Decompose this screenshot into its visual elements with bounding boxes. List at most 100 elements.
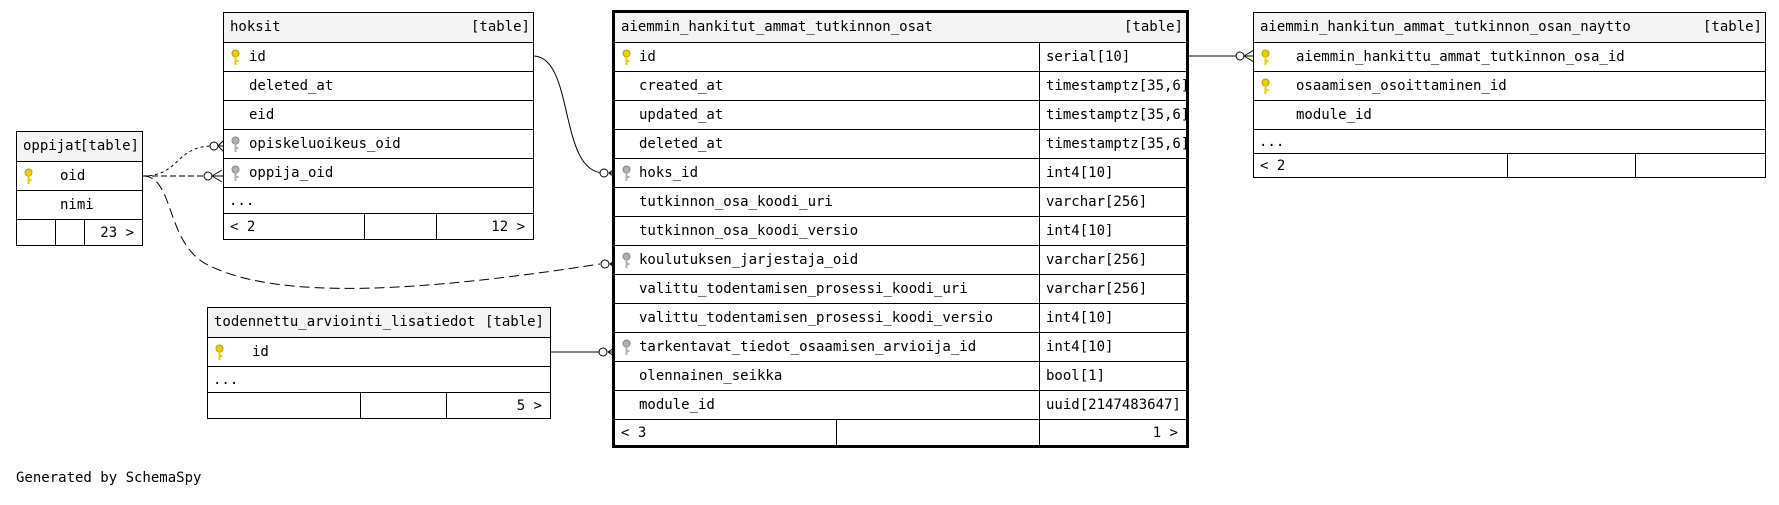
table-header: hoksit [table] bbox=[224, 13, 533, 42]
column-name: module_id bbox=[639, 397, 715, 413]
column-name: deleted_at bbox=[639, 136, 724, 152]
optional-circle-main-hoks bbox=[599, 168, 609, 178]
column-type: int4[10] bbox=[1039, 217, 1186, 245]
footer-parents: < 3 bbox=[621, 425, 647, 441]
column-row[interactable]: tutkinnon_osa_koodi_versio int4[10] bbox=[615, 216, 1186, 245]
column-name: module_id bbox=[1296, 107, 1372, 123]
column-name: created_at bbox=[639, 78, 724, 94]
table-name: aiemmin_hankitut_ammat_tutkinnon_osat bbox=[621, 19, 933, 35]
table-footer: < 2 bbox=[1254, 153, 1765, 177]
more-columns: ... bbox=[229, 193, 255, 209]
foreign-key-icon bbox=[622, 164, 631, 193]
column-type: bool[1] bbox=[1039, 362, 1186, 390]
column-type: varchar[256] bbox=[1039, 246, 1186, 274]
column-name: oid bbox=[60, 168, 86, 184]
link-oppijat-main bbox=[142, 175, 601, 289]
column-name: id bbox=[249, 49, 266, 65]
footer-parents: < 2 bbox=[230, 219, 256, 235]
column-row[interactable]: ... bbox=[224, 187, 533, 213]
column-row[interactable]: module_id uuid[2147483647] bbox=[615, 390, 1186, 419]
table-header: aiemmin_hankitut_ammat_tutkinnon_osat [t… bbox=[615, 13, 1186, 42]
table-kind: [table] bbox=[470, 19, 530, 35]
foreign-key-icon bbox=[622, 338, 631, 367]
column-row[interactable]: updated_at timestamptz[35,6] bbox=[615, 100, 1186, 129]
table-header: oppijat [table] bbox=[17, 132, 142, 161]
foreign-key-icon bbox=[231, 135, 240, 164]
column-row[interactable]: tarkentavat_tiedot_osaamisen_arvioija_id… bbox=[615, 332, 1186, 361]
column-row[interactable]: oppija_oid bbox=[224, 158, 533, 187]
column-row[interactable]: ... bbox=[208, 366, 550, 392]
link-hoksit-main bbox=[532, 55, 605, 174]
column-name: aiemmin_hankittu_ammat_tutkinnon_osa_id bbox=[1296, 49, 1625, 65]
column-row[interactable]: olennainen_seikka bool[1] bbox=[615, 361, 1186, 390]
table-name: todennettu_arviointi_lisatiedot bbox=[214, 314, 476, 330]
column-name: tutkinnon_osa_koodi_uri bbox=[639, 194, 833, 210]
optional-circle-naytto bbox=[1235, 51, 1245, 61]
column-row[interactable]: opiskeluoikeus_oid bbox=[224, 129, 533, 158]
column-row[interactable]: tutkinnon_osa_koodi_uri varchar[256] bbox=[615, 187, 1186, 216]
foreign-key-icon bbox=[622, 251, 631, 280]
column-row[interactable]: aiemmin_hankittu_ammat_tutkinnon_osa_id bbox=[1254, 42, 1765, 71]
column-type: varchar[256] bbox=[1039, 188, 1186, 216]
footer-parents: < 2 bbox=[1260, 158, 1286, 174]
table-kind: [table] bbox=[1123, 19, 1183, 35]
table-aiemmin-hankitut-ammat-tutkinnon-osat[interactable]: aiemmin_hankitut_ammat_tutkinnon_osat [t… bbox=[612, 10, 1189, 448]
column-name: id bbox=[639, 49, 656, 65]
column-name: tarkentavat_tiedot_osaamisen_arvioija_id bbox=[639, 339, 977, 355]
column-type: serial[10] bbox=[1039, 43, 1186, 71]
more-columns: ... bbox=[1259, 134, 1285, 150]
column-name: osaamisen_osoittaminen_id bbox=[1296, 78, 1507, 94]
footer-children: 1 > bbox=[1152, 425, 1178, 441]
column-name: deleted_at bbox=[249, 78, 334, 94]
column-type: timestamptz[35,6] bbox=[1039, 72, 1186, 100]
footer-count: 23 > bbox=[100, 225, 134, 241]
table-footer: 23 > bbox=[17, 219, 142, 245]
table-aiemmin-hankitun-ammat-tutkinnon-osan-naytto[interactable]: aiemmin_hankitun_ammat_tutkinnon_osan_na… bbox=[1253, 12, 1766, 178]
column-row[interactable]: deleted_at bbox=[224, 71, 533, 100]
column-row[interactable]: module_id bbox=[1254, 100, 1765, 129]
table-name: oppijat bbox=[23, 138, 83, 154]
column-name: tutkinnon_osa_koodi_versio bbox=[639, 223, 859, 239]
column-type: int4[10] bbox=[1039, 333, 1186, 361]
footer-children: 5 > bbox=[516, 398, 542, 414]
column-row[interactable]: valittu_todentamisen_prosessi_koodi_vers… bbox=[615, 303, 1186, 332]
more-columns: ... bbox=[213, 372, 239, 388]
column-row[interactable]: koulutuksen_jarjestaja_oid varchar[256] bbox=[615, 245, 1186, 274]
optional-circle-hoksit-opiskeluoikeus bbox=[209, 141, 219, 151]
table-hoksit[interactable]: hoksit [table] id deleted_at eid opiskel… bbox=[223, 12, 534, 240]
table-todennettu-arviointi-lisatiedot[interactable]: todennettu_arviointi_lisatiedot [table] … bbox=[207, 307, 551, 419]
column-name: koulutuksen_jarjestaja_oid bbox=[639, 252, 859, 268]
column-row[interactable]: osaamisen_osoittaminen_id bbox=[1254, 71, 1765, 100]
table-kind: [table] bbox=[484, 314, 544, 330]
column-row[interactable]: id serial[10] bbox=[615, 42, 1186, 71]
column-type: timestamptz[35,6] bbox=[1039, 101, 1186, 129]
table-kind: [table] bbox=[1702, 19, 1762, 35]
column-name: olennainen_seikka bbox=[639, 368, 783, 384]
table-oppijat[interactable]: oppijat [table] oid nimi 23 > bbox=[16, 131, 143, 246]
column-row[interactable]: created_at timestamptz[35,6] bbox=[615, 71, 1186, 100]
table-name: hoksit bbox=[230, 19, 281, 35]
column-row[interactable]: eid bbox=[224, 100, 533, 129]
column-name: eid bbox=[249, 107, 275, 123]
column-row[interactable]: id bbox=[208, 337, 550, 366]
primary-key-icon bbox=[231, 48, 240, 77]
table-kind: [table] bbox=[79, 138, 139, 154]
table-footer: 5 > bbox=[208, 392, 550, 418]
column-name: valittu_todentamisen_prosessi_koodi_vers… bbox=[639, 310, 994, 326]
column-name: hoks_id bbox=[639, 165, 699, 181]
primary-key-icon bbox=[1261, 48, 1270, 77]
column-row[interactable]: oid bbox=[17, 161, 142, 190]
column-row[interactable]: ... bbox=[1254, 129, 1765, 153]
column-name: nimi bbox=[60, 197, 94, 213]
primary-key-icon bbox=[24, 167, 33, 196]
column-type: uuid[2147483647] bbox=[1039, 391, 1186, 419]
foreign-key-icon bbox=[231, 164, 240, 193]
column-name: oppija_oid bbox=[249, 165, 334, 181]
column-row[interactable]: id bbox=[224, 42, 533, 71]
column-row[interactable]: nimi bbox=[17, 190, 142, 219]
column-name: updated_at bbox=[639, 107, 724, 123]
